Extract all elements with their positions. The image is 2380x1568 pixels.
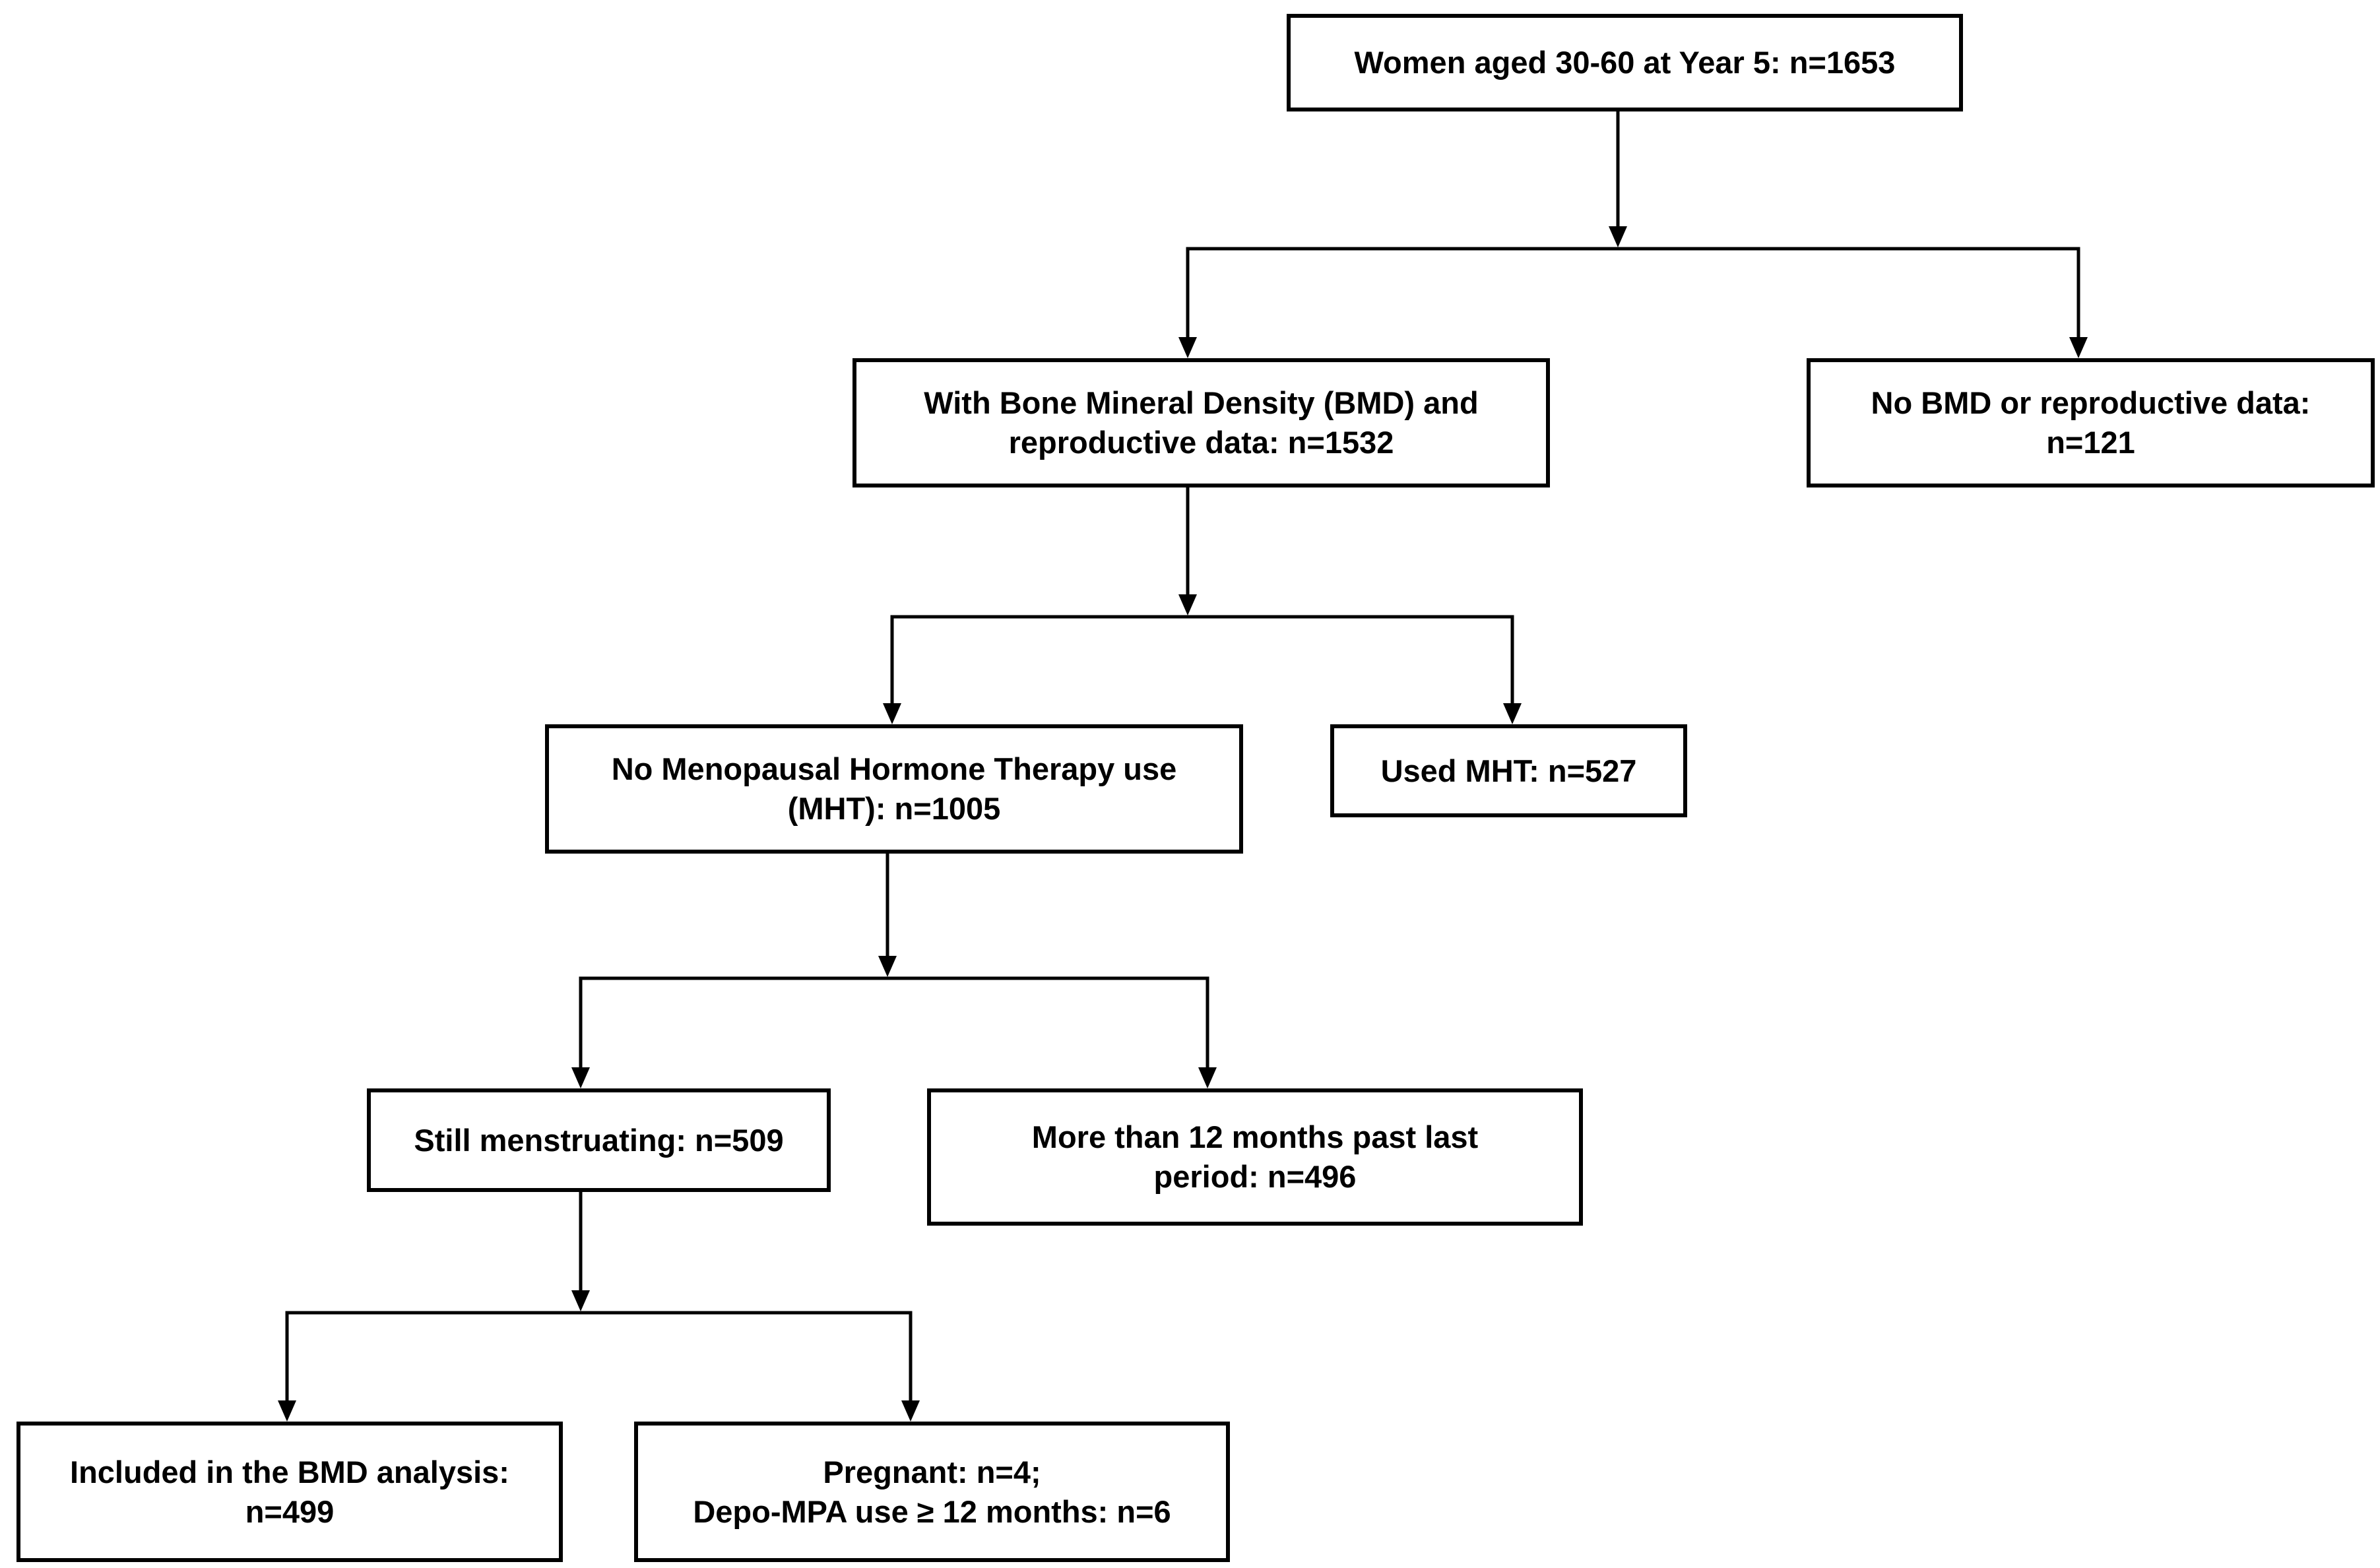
node-label: Used MHT: n=527 — [1380, 753, 1637, 788]
arrow-to-pregnant-depo-head — [901, 1400, 920, 1422]
arrow-to-no-bmd-head — [2069, 337, 2088, 358]
connector-n1-trunk-head — [1609, 226, 1627, 247]
node-label: More than 12 months past last period: n=… — [1031, 1119, 1479, 1194]
node-used-mht: Used MHT: n=527 — [1330, 724, 1687, 817]
arrow-to-still-menstruating-head — [571, 1067, 590, 1088]
node-no-bmd-data: No BMD or reproductive data: n=121 — [1807, 358, 2375, 487]
node-label: No BMD or reproductive data: n=121 — [1871, 385, 2311, 460]
node-no-mht-use: No Menopausal Hormone Therapy use (MHT):… — [545, 724, 1243, 854]
arrow-to-with-bmd-head — [1178, 337, 1197, 358]
node-label: With Bone Mineral Density (BMD) and repr… — [924, 385, 1479, 460]
connector-n2-trunk-head — [1178, 594, 1197, 615]
node-label: Pregnant: n=4; Depo-MPA use ≥ 12 months:… — [693, 1454, 1171, 1529]
arrow-to-no-mht-head — [883, 703, 901, 724]
arrow-to-used-mht-head — [1503, 703, 1522, 724]
node-label: Included in the BMD analysis: n=499 — [70, 1454, 509, 1529]
node-past-last-period: More than 12 months past last period: n=… — [927, 1088, 1583, 1226]
node-label: Women aged 30-60 at Year 5: n=1653 — [1354, 45, 1896, 80]
connector-n6-trunk-head — [571, 1290, 590, 1311]
node-women-aged-30-60: Women aged 30-60 at Year 5: n=1653 — [1287, 14, 1963, 111]
node-included-bmd-analysis: Included in the BMD analysis: n=499 — [16, 1422, 563, 1562]
arrow-to-past-last-period-head — [1198, 1067, 1217, 1088]
node-still-menstruating: Still menstruating: n=509 — [367, 1088, 831, 1192]
node-with-bmd-data: With Bone Mineral Density (BMD) and repr… — [852, 358, 1550, 487]
connector-n4-trunk-head — [878, 956, 897, 977]
node-pregnant-depo-mpa: Pregnant: n=4; Depo-MPA use ≥ 12 months:… — [634, 1422, 1230, 1562]
node-label: No Menopausal Hormone Therapy use (MHT):… — [611, 751, 1177, 826]
node-label: Still menstruating: n=509 — [414, 1122, 784, 1158]
arrow-to-included-bmd-head — [278, 1400, 296, 1422]
